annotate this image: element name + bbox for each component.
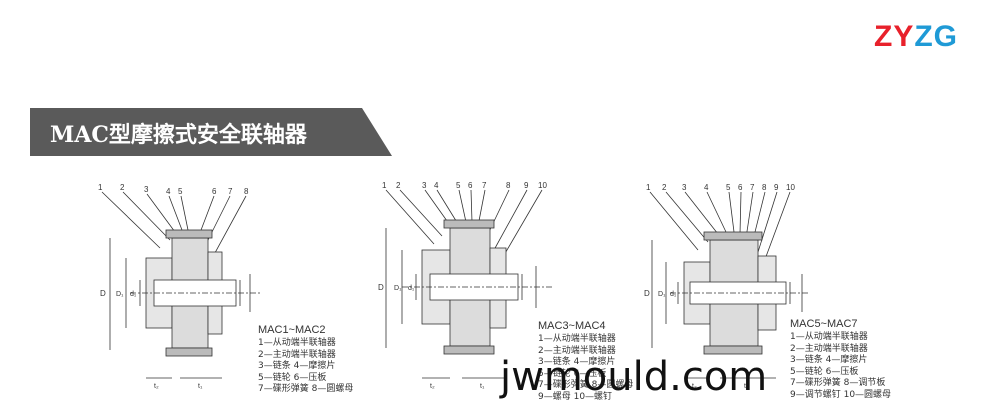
svg-text:D₁: D₁ [394,285,402,292]
model-label: MAC5~MAC7 [790,318,858,330]
legend-item: 2—主动端半联轴器 [258,349,336,360]
model-label: MAC3~MAC4 [538,320,606,332]
svg-text:D: D [378,283,384,292]
svg-text:7: 7 [750,183,755,192]
watermark-text: jwmould.com [500,354,768,400]
svg-text:6: 6 [468,181,473,190]
legend-item: 7—碟形弹簧 8—圆螺母 [538,380,634,390]
svg-text:8: 8 [244,187,249,196]
section-title: MAC型摩擦式安全联轴器 [50,122,307,148]
svg-text:3: 3 [422,181,427,190]
svg-text:7: 7 [482,181,487,190]
svg-text:t₁: t₁ [480,383,485,390]
svg-text:10: 10 [786,183,795,192]
svg-text:t₁: t₁ [198,383,203,390]
svg-text:4: 4 [166,187,171,196]
svg-text:5: 5 [178,187,183,196]
svg-text:4: 4 [704,183,709,192]
legend-item: 9—调节螺钉 10—圆螺母 [790,389,892,400]
legend-item: 7—碟形弹簧 8—调节板 [790,378,886,388]
legend-mac5-mac7: MAC5~MAC7 1—从动端半联轴器 2—主动端半联轴器 3—链条 4—摩擦片… [790,317,891,401]
legend-item: 2—主动端半联轴器 [538,345,616,356]
svg-text:D₁: D₁ [116,291,124,298]
svg-text:6: 6 [738,183,743,192]
svg-text:d₁: d₁ [130,291,137,298]
svg-text:7: 7 [228,187,233,196]
coupling-drawing-mac1-mac2: 1 2 3 4 5 6 7 8 D D₁ d₁ t₂ t₁ [98,183,260,390]
svg-text:3: 3 [682,183,687,192]
svg-text:t₁: t₁ [744,383,749,390]
svg-text:t₂: t₂ [430,383,435,390]
legend-item: 9—螺母 10—螺钉 [538,391,613,402]
svg-text:8: 8 [762,183,767,192]
legend-item: 5—链轮 6—压板 [790,366,859,377]
svg-text:9: 9 [774,183,779,192]
logo-part1: ZY [874,20,915,53]
legend-item: 1—从动端半联轴器 [790,332,868,342]
banner-shape [30,108,392,156]
legend-item: 3—链条 4—摩擦片 [790,355,868,365]
coupling-drawing-mac3-mac4: 1 2 3 4 5 6 7 8 9 10 D D₁ d₁ [378,181,552,390]
svg-text:9: 9 [524,181,529,190]
svg-text:D: D [100,289,106,298]
legend-mac1-mac2: MAC1~MAC2 1—从动端半联轴器 2—主动端半联轴器 3—链条 4—摩擦片… [258,323,353,396]
svg-text:2: 2 [396,181,401,190]
logo-part2: ZG [914,20,959,53]
svg-text:6: 6 [212,187,217,196]
model-label: MAC1~MAC2 [258,324,326,336]
legend-item: 3—链条 4—摩擦片 [258,361,336,371]
svg-text:D₁: D₁ [658,291,666,298]
legend-item: 1—从动端半联轴器 [538,334,616,344]
svg-text:2: 2 [120,183,125,192]
svg-text:5: 5 [456,181,461,190]
svg-text:2: 2 [662,183,667,192]
svg-text:10: 10 [538,181,547,190]
section-title-banner: MAC型摩擦式安全联轴器 [30,108,392,156]
legend-item: 2—主动端半联轴器 [790,343,868,354]
svg-text:1: 1 [646,183,651,192]
svg-text:4: 4 [434,181,439,190]
svg-text:t₂: t₂ [154,383,159,390]
legend-item: 5—链轮 6—压板 [538,368,607,379]
legend-mac3-mac4: MAC3~MAC4 1—从动端半联轴器 2—主动端半联轴器 3—链条 4—摩擦片… [538,319,633,403]
svg-text:D: D [644,289,650,298]
svg-text:1: 1 [98,183,103,192]
svg-text:d₁: d₁ [408,285,415,292]
legend-item: 1—从动端半联轴器 [258,338,336,348]
brand-logo: ZYZG [874,22,958,52]
svg-text:d₁: d₁ [670,291,677,298]
svg-text:3: 3 [144,185,149,194]
legend-item: 7—碟形弹簧 8—圆螺母 [258,384,354,394]
svg-text:t₂: t₂ [692,383,697,390]
svg-text:1: 1 [382,181,387,190]
legend-item: 3—链条 4—摩擦片 [538,357,616,367]
legend-item: 5—链轮 6—压板 [258,372,327,383]
svg-text:8: 8 [506,181,511,190]
svg-text:5: 5 [726,183,731,192]
coupling-drawing-mac5-mac7: 1 2 3 4 5 6 7 8 9 10 D D₁ d₁ [644,183,810,390]
